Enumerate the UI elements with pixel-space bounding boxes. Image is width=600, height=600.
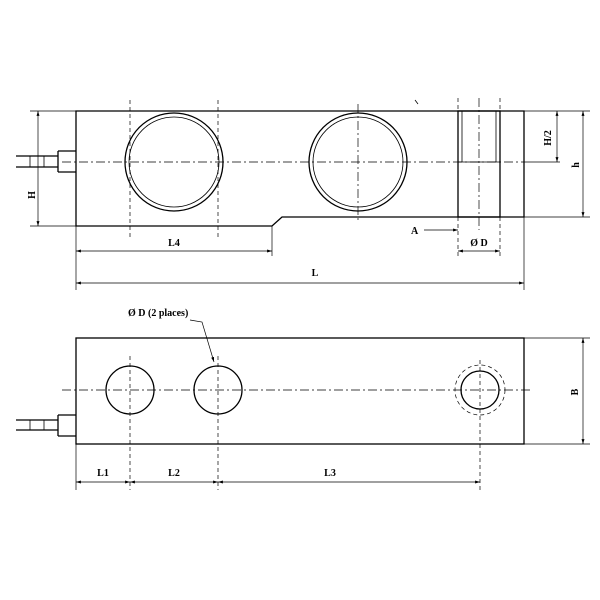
top-view-body <box>75 337 525 445</box>
dim-label-L: L <box>312 268 319 279</box>
dim-label-H-half: H/2 <box>543 130 554 146</box>
top-view-cable <box>16 414 76 437</box>
dim-label-D-thread: Ø D <box>470 238 488 249</box>
dim-label-H: H <box>27 191 38 199</box>
dim-label-L3: L3 <box>324 468 336 479</box>
side-view <box>16 98 530 256</box>
side-view-dimensions: H H/2 h A Ø D L4 L <box>27 110 590 290</box>
top-view <box>16 337 530 490</box>
dim-label-A: A <box>411 226 419 237</box>
dim-label-B: B <box>570 388 581 395</box>
top-view-dimensions: Ø D (2 places) B L1 L2 L3 <box>75 308 590 490</box>
dim-label-L1: L1 <box>97 468 109 479</box>
dim-label-D-places: Ø D (2 places) <box>128 308 188 319</box>
side-view-hole-left <box>124 112 224 212</box>
dim-label-h: h <box>571 162 582 168</box>
side-view-cable <box>16 150 76 173</box>
dim-label-L2: L2 <box>168 468 180 479</box>
dim-label-L4: L4 <box>168 238 180 249</box>
side-view-body <box>75 110 525 227</box>
